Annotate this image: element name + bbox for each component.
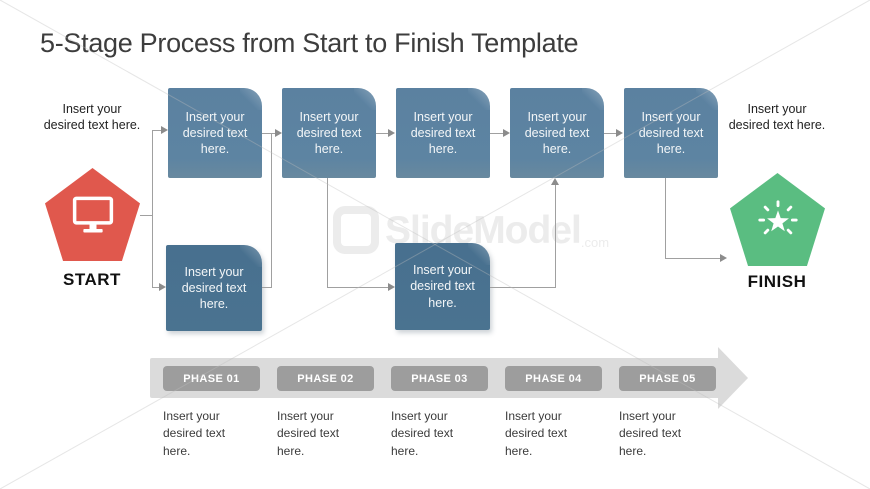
finish-caption-placeholder[interactable]: Insert your desired text here. [728, 102, 826, 133]
start-caption-placeholder[interactable]: Insert your desired text here. [43, 102, 141, 133]
arrow-right-icon [388, 283, 395, 291]
start-label: START [63, 270, 121, 289]
connector-line [555, 185, 556, 288]
process-box-top-3[interactable]: Insert your desired text here. [396, 88, 490, 178]
star-burst-icon [755, 197, 801, 243]
phase-badge-3: PHASE 03 [391, 366, 488, 391]
arrow-right-icon [275, 129, 282, 137]
connector-line [262, 133, 275, 134]
connector-line [140, 215, 153, 216]
process-box-top-4[interactable]: Insert your desired text here. [510, 88, 604, 178]
connector-line [665, 258, 720, 259]
arrow-up-icon [551, 178, 559, 185]
phase-badge-1: PHASE 01 [163, 366, 260, 391]
arrow-right-icon [161, 126, 168, 134]
phase-badge-4: PHASE 04 [505, 366, 602, 391]
finish-pentagon [730, 173, 825, 266]
monitor-icon [72, 195, 114, 235]
arrow-right-icon [616, 129, 623, 137]
phase-description-placeholder-1[interactable]: Insert your desired text here. [163, 409, 226, 458]
process-box-bottom-2[interactable]: Insert your desired text here. [395, 243, 490, 330]
arrow-right-icon [720, 254, 727, 262]
connector-line [152, 287, 159, 288]
process-box-top-5[interactable]: Insert your desired text here. [624, 88, 718, 178]
arrow-right-icon [503, 129, 510, 137]
finish-label: FINISH [747, 272, 807, 291]
timeline-arrowhead-icon [718, 347, 748, 409]
connector-line [327, 178, 328, 287]
phase-description-placeholder-2[interactable]: Insert your desired text here. [277, 409, 340, 458]
process-box-top-2[interactable]: Insert your desired text here. [282, 88, 376, 178]
phase-badge-2: PHASE 02 [277, 366, 374, 391]
phase-description-placeholder-3[interactable]: Insert your desired text here. [391, 409, 454, 458]
connector-line [262, 287, 271, 288]
connector-line [152, 130, 161, 131]
arrow-right-icon [159, 283, 166, 291]
connector-line [152, 130, 153, 288]
connector-line [604, 133, 616, 134]
slidemodel-logo-icon [333, 206, 379, 254]
connector-line [271, 133, 272, 288]
connector-line [327, 287, 388, 288]
connector-line [490, 133, 503, 134]
process-box-bottom-1[interactable]: Insert your desired text here. [166, 245, 262, 331]
phase-badge-5: PHASE 05 [619, 366, 716, 391]
arrow-right-icon [388, 129, 395, 137]
start-pentagon [45, 168, 140, 261]
process-box-top-1[interactable]: Insert your desired text here. [168, 88, 262, 178]
watermark-suffix: .com [580, 235, 610, 250]
slide-title: 5-Stage Process from Start to Finish Tem… [40, 28, 579, 58]
connector-line [490, 287, 556, 288]
phase-description-placeholder-4[interactable]: Insert your desired text here. [505, 409, 568, 458]
connector-line [665, 178, 666, 258]
connector-line [376, 133, 388, 134]
phase-description-placeholder-5[interactable]: Insert your desired text here. [619, 409, 682, 458]
